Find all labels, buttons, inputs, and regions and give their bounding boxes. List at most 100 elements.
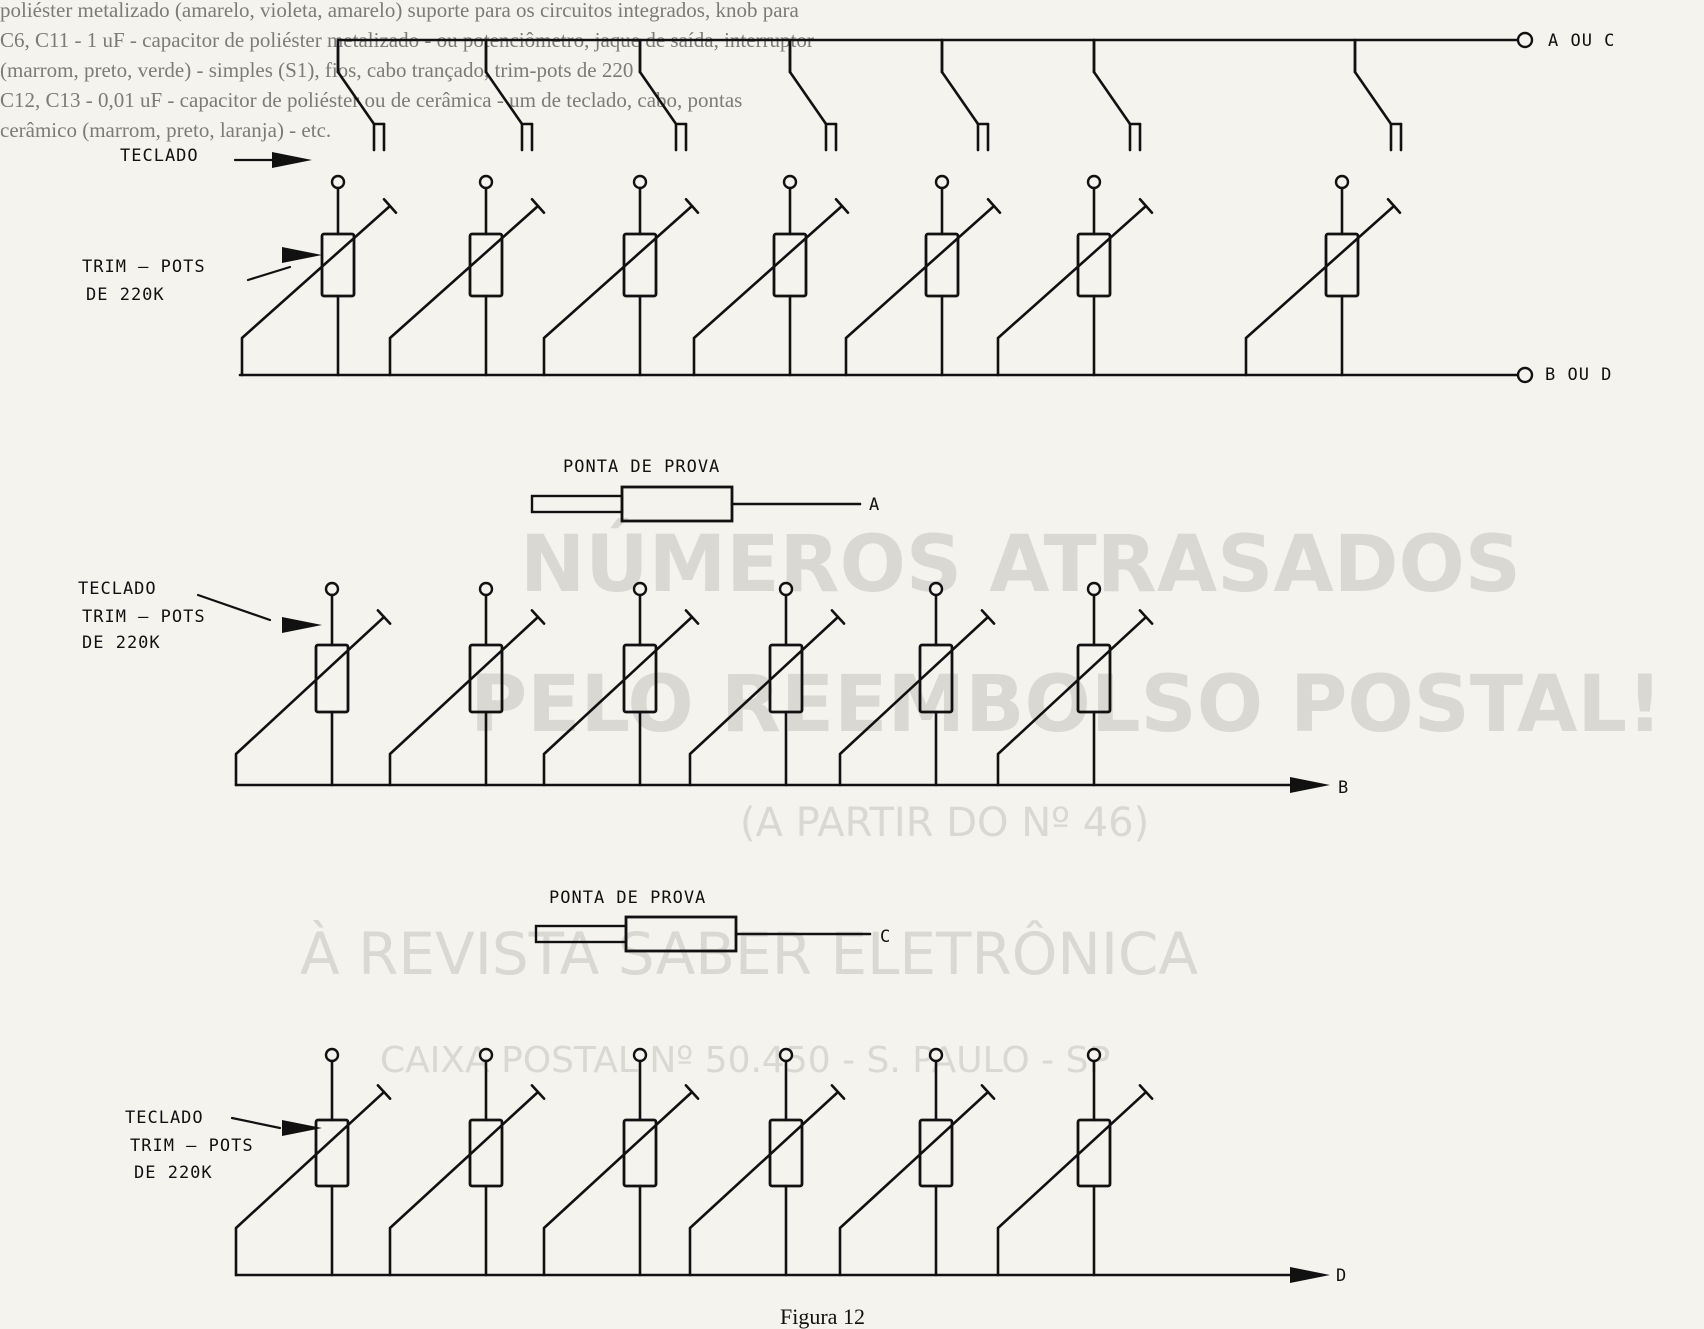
wiper-t-bar (684, 197, 700, 215)
key-contact-terminal (782, 174, 798, 190)
wiper-lead (838, 1090, 990, 1277)
test-probe-a (530, 485, 862, 523)
probe-tip (530, 494, 624, 514)
keyboard-arrow (272, 152, 312, 168)
key-contact-terminal (1086, 581, 1102, 597)
wiper-lead (234, 1090, 386, 1277)
wiper-t-bar (980, 609, 996, 625)
probe-handle (620, 485, 734, 523)
wiper-lead (688, 615, 840, 787)
wiper-lead (996, 615, 1148, 787)
key-contact-terminal (478, 174, 494, 190)
trimpot-label-line2: DE 220K (82, 633, 161, 653)
ghost-line-5: CAIXA POSTAL Nº 50.450 - S. PAULO - SP (380, 1040, 1111, 1081)
wiper-lead (542, 615, 694, 787)
trim-pot (838, 581, 996, 787)
wiper-lead (542, 204, 694, 377)
test-probe-c (534, 915, 872, 953)
probe-terminal-c: C (880, 927, 892, 947)
wiper-lead (996, 1090, 1148, 1277)
bleed-line: C12, C13 - 0,01 uF - capacitor de poliés… (0, 88, 743, 112)
keyboard-label: TECLADO (120, 146, 199, 166)
key-contact-terminal (632, 1047, 648, 1063)
section-4-pots (230, 1047, 1330, 1283)
trim-pot (1244, 174, 1402, 377)
terminal-b-ou-d: B OU D (1545, 365, 1613, 385)
keyboard-switch (940, 38, 990, 152)
key-contact-terminal (1086, 174, 1102, 190)
bus-arrow-d (1290, 1267, 1330, 1283)
switch-blade (638, 70, 678, 126)
wiper-lead (542, 1090, 694, 1277)
wiper-t-bar (376, 1084, 392, 1100)
keyboard-label: TECLADO (78, 579, 157, 599)
trimpot-label-line1: TRIM — POTS (82, 607, 206, 627)
wiper-lead (388, 204, 540, 377)
wiper-t-bar (684, 609, 700, 625)
bleed-line: cerâmico (marrom, preto, laranja) - etc. (0, 118, 332, 142)
wiper-t-bar (382, 197, 398, 215)
wiper-lead (838, 615, 990, 787)
trimpot-arrow-shaft (246, 265, 292, 282)
key-contact-terminal (478, 581, 494, 597)
ghost-title-2: PELO REEMBOLSO POSTAL! (470, 660, 1663, 750)
section-2-pots (196, 485, 1330, 793)
wiper-t-bar (830, 1084, 846, 1100)
key-contact-terminal (324, 581, 340, 597)
wiper-t-bar (1386, 197, 1402, 215)
key-contact-terminal (330, 174, 346, 190)
bleed-line: (marrom, preto, verde) - simples (S1), f… (0, 58, 634, 82)
keyboard-arrow (282, 617, 322, 633)
wiper-lead (240, 204, 392, 377)
key-contact-terminal (1334, 174, 1350, 190)
ghost-title-1: NÚMEROS ATRASADOS (520, 520, 1521, 610)
section-3-probe (534, 915, 872, 953)
key-contact-terminal (632, 581, 648, 597)
trim-pot (388, 1047, 546, 1277)
trim-pot (996, 1047, 1154, 1277)
trim-pot (240, 174, 398, 377)
trimpot-arrow (282, 247, 322, 263)
trimpot-label-line2: DE 220K (134, 1163, 213, 1183)
trim-pot (688, 581, 846, 787)
trim-pot (844, 174, 1002, 377)
switch-blade (336, 70, 376, 126)
wiper-lead (844, 204, 996, 377)
key-contact-terminal (928, 581, 944, 597)
trim-pot (838, 1047, 996, 1277)
probe-terminal-a: A (869, 495, 881, 515)
key-contact-terminal (632, 174, 648, 190)
terminal-a-ou-c-dot (1516, 31, 1534, 49)
bus-arrow-b (1290, 777, 1330, 793)
wiper-t-bar (830, 609, 846, 625)
key-contact-terminal (928, 1047, 944, 1063)
keyboard-arrow-shaft (230, 1116, 282, 1130)
keyboard-switch (336, 38, 386, 152)
probe-handle (624, 915, 738, 953)
wiper-lead (688, 1090, 840, 1277)
wiper-t-bar (1138, 1084, 1154, 1100)
wiper-t-bar (530, 609, 546, 625)
keyboard-arrow-shaft (196, 593, 272, 622)
figure-caption: Figura 12 (780, 1304, 865, 1329)
trim-pot (542, 1047, 700, 1277)
keyboard-label: TECLADO (125, 1108, 204, 1128)
wiper-t-bar (834, 197, 850, 215)
wiper-t-bar (530, 1084, 546, 1100)
key-contact-terminal (324, 1047, 340, 1063)
ghost-line-4: À REVISTA SABER ELETRÔNICA (300, 920, 1199, 988)
wiper-t-bar (684, 1084, 700, 1100)
switch-blade (940, 70, 980, 126)
wiper-t-bar (1138, 197, 1154, 215)
switch-blade (1092, 70, 1132, 126)
trimpot-label-line1: TRIM — POTS (130, 1136, 254, 1156)
switch-blade (1353, 70, 1393, 126)
wiper-t-bar (980, 1084, 996, 1100)
keyboard-arrow (282, 1120, 322, 1136)
wiper-lead (1244, 204, 1396, 377)
key-contact-terminal (778, 1047, 794, 1063)
wiper-lead (388, 615, 540, 787)
probe-tip (534, 924, 628, 944)
trim-pot (234, 581, 392, 787)
